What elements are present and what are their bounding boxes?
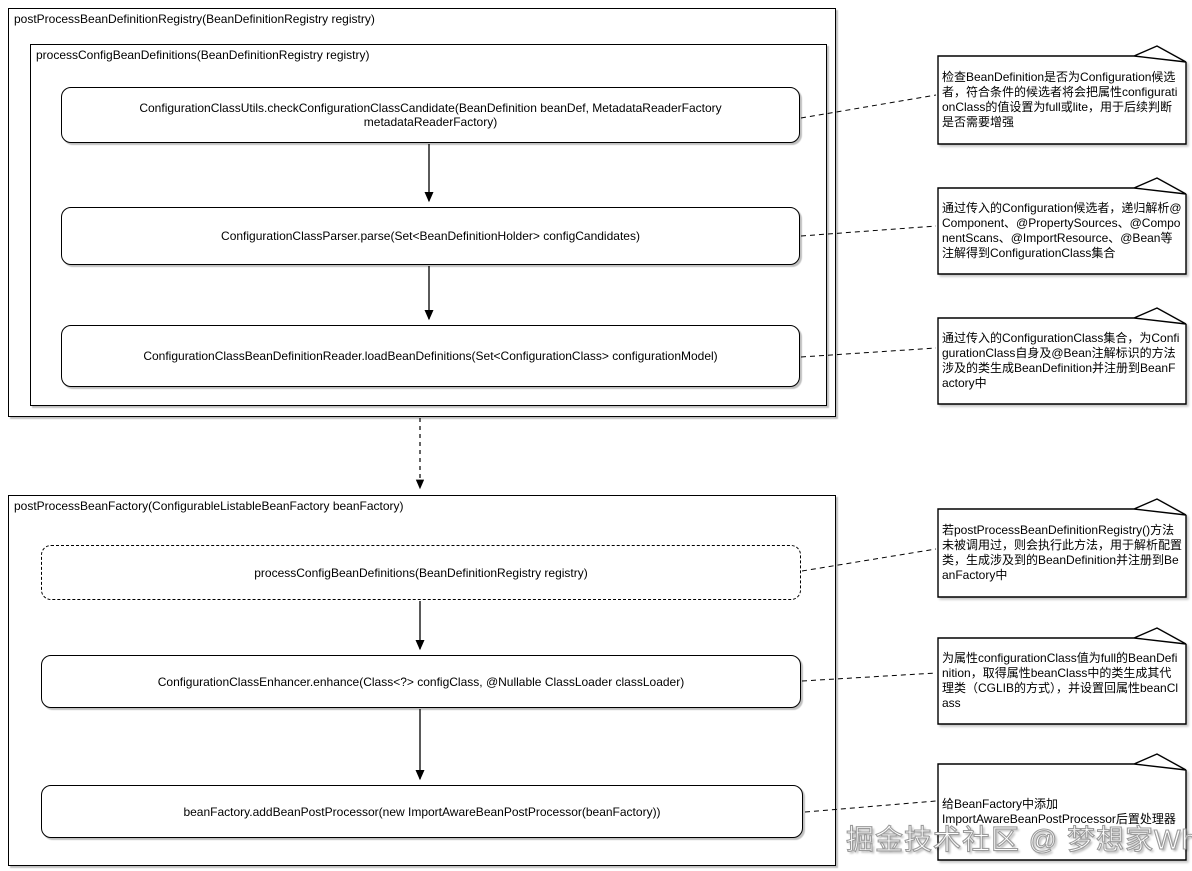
process-config-container-title: processConfigBeanDefinitions(BeanDefinit… [36,48,370,62]
note-load-definitions: 通过传入的ConfigurationClass集合，为Configuration… [937,307,1187,405]
note-text: 为属性configurationClass值为full的BeanDefiniti… [942,651,1179,710]
step-enhance-configuration-class: ConfigurationClassEnhancer.enhance(Class… [41,655,801,708]
note-text: 通过传入的ConfigurationClass集合，为Configuration… [942,331,1180,390]
note-text: 通过传入的Configuration候选者，递归解析@Component、@Pr… [942,201,1182,260]
step-load-bean-definitions: ConfigurationClassBeanDefinitionReader.l… [61,325,800,387]
note-check-candidate: 检查BeanDefinition是否为Configuration候选者，符合条件… [937,45,1187,145]
step-check-configuration-candidate: ConfigurationClassUtils.checkConfigurati… [61,87,800,143]
note-text: 若postProcessBeanDefinitionRegistry()方法未被… [942,523,1183,582]
note-shape [937,307,1187,405]
note-shape [937,753,1187,861]
note-shape [937,45,1187,145]
step-add-bean-post-processor: beanFactory.addBeanPostProcessor(new Imp… [41,785,803,838]
watermark: 掘金技术社区 @ 梦想家Who [845,823,1192,855]
step-parse-config-candidates: ConfigurationClassParser.parse(Set<BeanD… [61,207,800,265]
factory-container-title: postProcessBeanFactory(ConfigurableLista… [14,499,404,513]
note-add-import-aware: 给BeanFactory中添加 ImportAwareBeanPostProce… [937,753,1187,861]
note-text: 给BeanFactory中添加 ImportAwareBeanPostProce… [942,797,1176,826]
registry-container-title: postProcessBeanDefinitionRegistry(BeanDe… [14,12,375,26]
step-process-config-bean-definitions: processConfigBeanDefinitions(BeanDefinit… [41,545,801,600]
note-parse-annotations: 通过传入的Configuration候选者，递归解析@Component、@Pr… [937,177,1187,275]
note-shape [937,177,1187,275]
note-process-if-not-called: 若postProcessBeanDefinitionRegistry()方法未被… [937,498,1187,598]
note-text: 检查BeanDefinition是否为Configuration候选者，符合条件… [942,70,1178,129]
note-shape [937,627,1187,725]
note-cglib-proxy: 为属性configurationClass值为full的BeanDefiniti… [937,627,1187,725]
note-shape [937,498,1187,598]
